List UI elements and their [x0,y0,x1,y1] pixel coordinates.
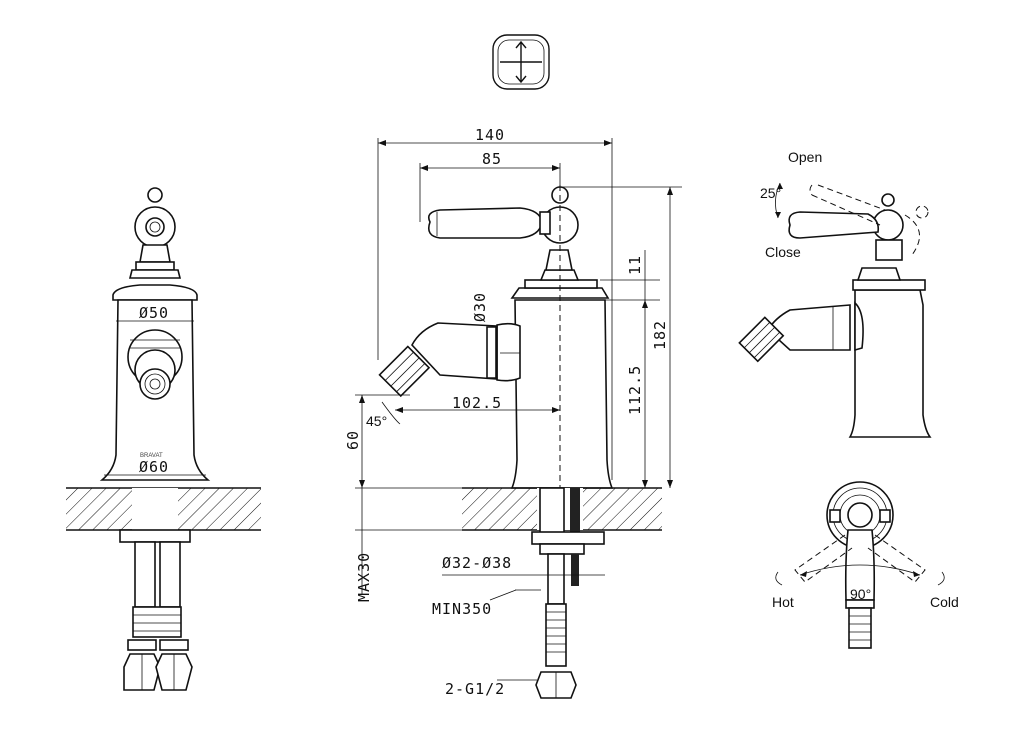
connection-label: 2-G1/2 [445,680,505,698]
base-height-label: 60 [344,430,362,450]
handle-reach-label: 85 [482,150,502,168]
open-angle-label: 25° [760,185,781,201]
front-view [66,187,261,691]
spout-angle-label: 45° [366,413,387,429]
handle-operation-view [738,182,932,438]
hole-diameter-label: Ø32-Ø38 [442,554,512,572]
top-view-rotation [775,481,945,649]
spout-height-label: 112.5 [626,365,644,415]
cold-label: Cold [930,594,959,610]
spout-reach-label: 102.5 [452,394,502,412]
base-diameter-label: Ø60 [139,458,169,476]
overall-width-label: 140 [475,126,505,144]
brand-logo-text: BRAVAT [140,453,163,459]
body-top-diameter-label: Ø50 [139,304,169,322]
height-11-label: 11 [626,255,644,275]
single-hole-mount-icon [492,34,550,90]
total-height-label: 182 [651,320,669,350]
rotation-angle-label: 90° [850,586,871,602]
spout-diameter-label: Ø30 [471,292,489,322]
hot-label: Hot [772,594,794,610]
max-thickness-label: MAX30 [355,552,373,602]
open-label: Open [788,149,822,165]
hose-length-label: MIN350 [432,600,492,618]
side-view [355,138,682,699]
close-label: Close [765,244,801,260]
